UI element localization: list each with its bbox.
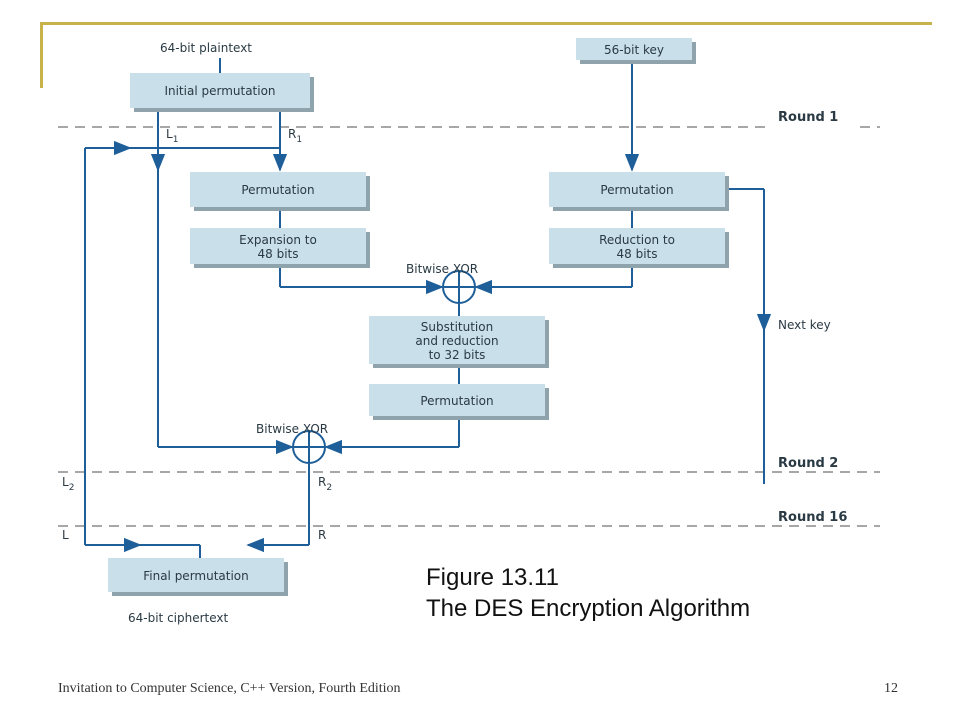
substitution-line-1: Substitution	[421, 320, 493, 334]
right-half-1-sub: 1	[296, 135, 302, 145]
right-half-2-sub: 2	[326, 483, 332, 493]
xor-1-icon	[442, 270, 476, 304]
round-16-label: Round 16	[778, 510, 847, 525]
expansion-line-2: 48 bits	[258, 247, 299, 261]
initial-permutation-box: Initial permutation	[130, 73, 314, 112]
figure-title: The DES Encryption Algorithm	[426, 595, 751, 622]
reduction-line-2: 48 bits	[617, 247, 658, 261]
footer-book-title: Invitation to Computer Science, C++ Vers…	[58, 681, 401, 696]
expansion-line-1: Expansion to	[239, 233, 317, 247]
right-half-1-letter: R	[288, 127, 296, 141]
round-1-label: Round 1	[778, 110, 838, 125]
reduction-line-1: Reduction to	[599, 233, 675, 247]
right-half-2-letter: R	[318, 475, 326, 489]
reduction-box: Reduction to 48 bits	[549, 228, 729, 268]
data-permutation-label: Permutation	[241, 183, 314, 197]
xor-1-label: Bitwise XOR	[406, 262, 478, 276]
round-permutation-box: Permutation	[369, 384, 549, 420]
flow-lines	[84, 58, 772, 558]
substitution-line-3: to 32 bits	[429, 348, 486, 362]
substitution-line-2: and reduction	[415, 334, 498, 348]
key-label: 56-bit key	[604, 43, 664, 57]
substitution-box: Substitution and reduction to 32 bits	[369, 316, 549, 368]
ciphertext-label: 64-bit ciphertext	[128, 611, 229, 625]
figure-caption: Figure 13.11 The DES Encryption Algorith…	[426, 562, 750, 624]
next-key-label: Next key	[778, 318, 831, 332]
right-half-2-label: R2	[318, 475, 332, 493]
left-half-1-letter: L	[166, 127, 173, 141]
right-half-1-label: R1	[288, 127, 302, 145]
right-final-label: R	[318, 528, 326, 542]
left-half-2-sub: 2	[69, 483, 75, 493]
key-permutation-box: Permutation	[549, 172, 729, 211]
slide-frame-top	[40, 22, 932, 25]
figure-number: Figure 13.11	[426, 564, 559, 591]
plaintext-label: 64-bit plaintext	[160, 41, 252, 55]
footer-page-number: 12	[884, 681, 898, 696]
left-half-2-letter: L	[62, 475, 69, 489]
final-permutation-box: Final permutation	[108, 558, 288, 596]
key-box: 56-bit key	[576, 38, 696, 64]
left-half-2-label: L2	[62, 475, 74, 493]
final-permutation-label: Final permutation	[143, 569, 249, 583]
round-2-label: Round 2	[778, 456, 838, 471]
initial-permutation-label: Initial permutation	[164, 84, 275, 98]
data-permutation-box: Permutation	[190, 172, 370, 211]
xor-2-label: Bitwise XOR	[256, 422, 328, 436]
left-half-1-sub: 1	[173, 135, 179, 145]
round-permutation-label: Permutation	[420, 394, 493, 408]
left-final-label: L	[62, 528, 69, 542]
xor-2-icon	[292, 430, 326, 464]
expansion-box: Expansion to 48 bits	[190, 228, 370, 268]
left-half-1-label: L1	[166, 127, 178, 145]
slide-frame-left	[40, 22, 43, 88]
key-permutation-label: Permutation	[600, 183, 673, 197]
